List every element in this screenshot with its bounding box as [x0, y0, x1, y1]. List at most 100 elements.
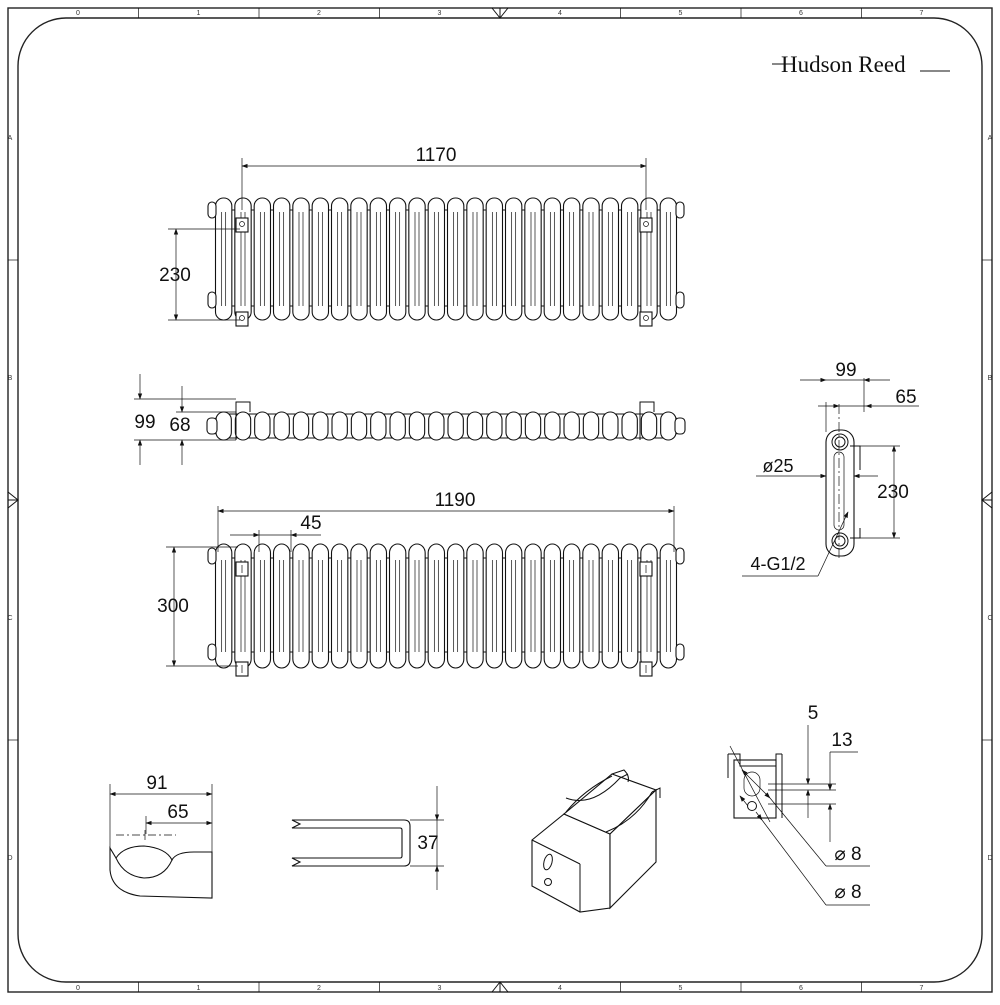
end-plug [207, 547, 217, 565]
radiator-column [253, 543, 272, 669]
plan-column [524, 411, 542, 441]
radiator-column [640, 197, 658, 321]
dim-pipe-diameter: ø25 [762, 456, 793, 476]
plan-column [621, 411, 638, 441]
radiator-column [330, 197, 349, 321]
grid-column-label: 1 [197, 985, 201, 992]
radiator-column [272, 197, 291, 321]
end-plug [675, 201, 685, 219]
radiator-column [369, 543, 388, 669]
end-plug [675, 643, 685, 661]
label-connections: 4-G1/2 [750, 554, 805, 574]
grid-row-label: A [8, 135, 13, 142]
dim-hole-diameter-1: ⌀ 8 [834, 844, 861, 865]
top-elevation-view: 1170 230 [159, 145, 685, 327]
radiator-column [311, 197, 330, 321]
dim-hole-diameter-2: ⌀ 8 [834, 882, 861, 903]
radiator-column [292, 197, 310, 321]
radiator-column [620, 543, 639, 669]
radiator-column [427, 543, 446, 669]
plan-column [312, 411, 329, 441]
radiator-column [562, 543, 581, 669]
grid-column-label: 0 [76, 10, 80, 17]
grid-row-label: B [8, 375, 13, 382]
dim-bracket-offset: 13 [831, 730, 852, 751]
plan-column [544, 411, 561, 441]
plan-view: 99 68 [134, 374, 686, 465]
grid-row-label: C [987, 615, 992, 622]
plan-column [602, 411, 619, 441]
end-plug [207, 643, 217, 661]
dim-front-height: 300 [157, 596, 189, 617]
radiator-column [446, 543, 465, 669]
radiator-column [504, 543, 523, 669]
plan-bracket [235, 401, 251, 440]
radiator-column [350, 197, 368, 321]
grid-column-label: 7 [920, 985, 924, 992]
grid-column-label: 7 [920, 10, 924, 17]
grid-row-label: A [988, 135, 993, 142]
radiator-column [504, 197, 523, 321]
grid-column-label: 6 [799, 985, 803, 992]
radiator-column [408, 197, 426, 321]
dim-bracket-gap: 5 [808, 703, 819, 724]
plan-column [428, 411, 445, 441]
radiator-column [408, 543, 426, 669]
grid-column-label: 4 [558, 985, 562, 992]
dim-end-centres: 230 [877, 482, 909, 503]
radiator-column [292, 543, 310, 669]
wall-bracket [235, 311, 249, 327]
plan-column [389, 411, 406, 441]
bracket-side-view: 91 65 [109, 773, 213, 899]
radiator-column [427, 197, 446, 321]
dim-end-offset: 65 [895, 387, 916, 408]
grid-row-label: C [7, 615, 12, 622]
plan-bracket [639, 401, 655, 440]
end-plug [675, 291, 685, 309]
radiator-column [524, 197, 542, 321]
dim-side-depth-inner: 68 [169, 415, 190, 436]
wall-bracket [235, 217, 249, 233]
wall-bracket [639, 311, 653, 327]
plan-column [505, 411, 522, 441]
plan-end-plug [674, 417, 686, 435]
radiator-column [214, 543, 233, 669]
plan-column [370, 411, 387, 441]
top-radiator-sections [207, 197, 685, 327]
plan-column [486, 411, 503, 441]
dim-clip-height: 37 [417, 833, 438, 854]
radiator-column [253, 197, 272, 321]
radiator-column [369, 197, 388, 321]
dim-front-width: 1190 [435, 490, 476, 511]
bracket-isometric-view [531, 769, 661, 913]
grid-row-label: D [987, 855, 992, 862]
bracket-detail-view: 5 13 ⌀ 8 ⌀ 8 [727, 703, 870, 906]
end-plug [207, 201, 217, 219]
end-view: 99 65 ø25 230 4-G1/2 [742, 360, 919, 577]
grid-column-label: 4 [558, 10, 562, 17]
radiator-column [272, 543, 291, 669]
radiator-column [485, 197, 504, 321]
radiator-column [485, 543, 504, 669]
grid-column-label: 5 [679, 10, 683, 17]
grid-column-label: 5 [679, 985, 683, 992]
grid-row-label: B [988, 375, 993, 382]
grid-column-label: 0 [76, 985, 80, 992]
radiator-column [388, 543, 407, 669]
plan-column [447, 411, 464, 441]
radiator-column [582, 197, 600, 321]
radiator-column [350, 543, 368, 669]
end-plug [675, 547, 685, 565]
radiator-column [311, 543, 330, 669]
radiator-column [601, 197, 620, 321]
radiator-column [446, 197, 465, 321]
grid-column-label: 1 [197, 10, 201, 17]
radiator-column [388, 197, 407, 321]
plan-column [408, 411, 426, 441]
radiator-column [466, 543, 484, 669]
radiator-column [524, 543, 542, 669]
radiator-column [620, 197, 639, 321]
